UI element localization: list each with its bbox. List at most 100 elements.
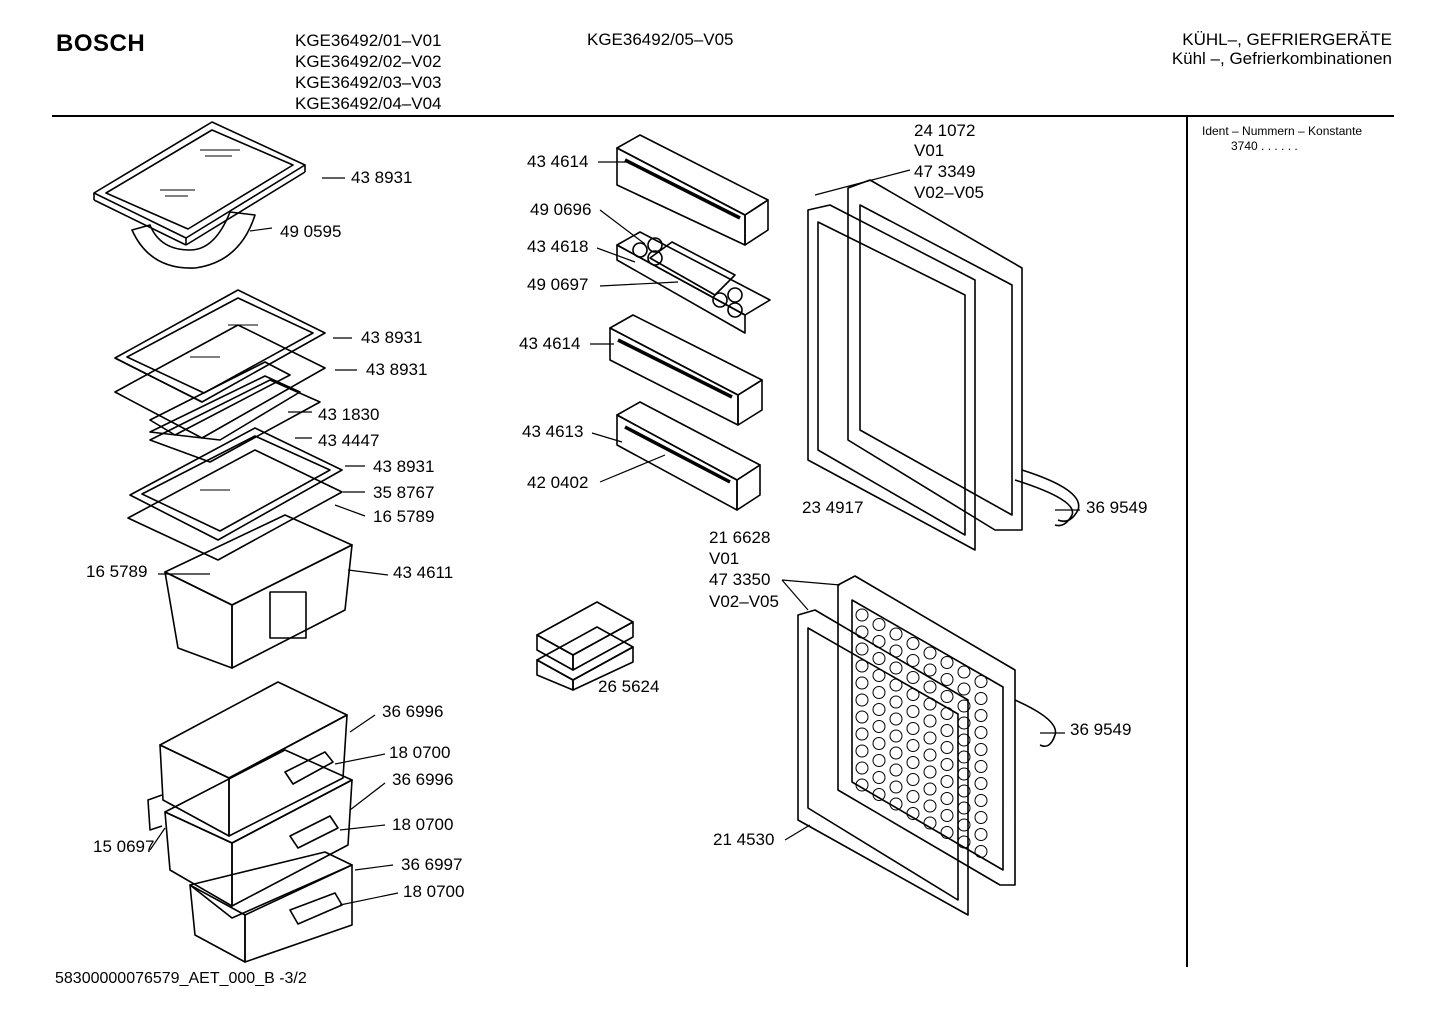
- dimple: [855, 625, 869, 639]
- dimple: [957, 699, 971, 713]
- dimple: [906, 637, 920, 650]
- cold-pack: [536, 601, 634, 691]
- model-number: KGE36492/01–V01: [295, 31, 442, 50]
- dimple: [906, 688, 920, 701]
- dimple: [906, 671, 920, 684]
- part-label: 36 6996: [392, 770, 454, 789]
- dimple: [974, 675, 988, 688]
- freezer-drawer: [189, 851, 353, 963]
- sidebar-divider: [1186, 117, 1188, 967]
- dimple: [940, 809, 954, 822]
- part-label: V01: [914, 141, 945, 160]
- dimple: [957, 835, 971, 849]
- part-label: 43 8931: [361, 328, 423, 347]
- dimple: [872, 754, 886, 767]
- part-label: 35 8767: [373, 483, 435, 502]
- dimple: [923, 765, 937, 779]
- model-number: KGE36492/03–V03: [295, 73, 442, 92]
- category-line: KÜHL–, GEFRIERGERÄTE: [1182, 30, 1392, 49]
- freezer-door: [797, 575, 1057, 916]
- dimple: [855, 642, 869, 656]
- dimple: [957, 750, 971, 764]
- dimple: [957, 665, 971, 679]
- dimple: [923, 697, 937, 711]
- dimple: [940, 656, 954, 669]
- dimple: [872, 669, 886, 682]
- dimple: [923, 646, 937, 660]
- dimple: [906, 654, 920, 667]
- part-label: V01: [709, 549, 740, 568]
- dimple: [974, 760, 988, 773]
- part-label: 43 1830: [318, 405, 380, 424]
- category-line: Kühl –, Gefrierkombinationen: [1171, 49, 1392, 68]
- dimple: [974, 794, 988, 807]
- part-label: 21 6628: [709, 528, 771, 547]
- document-code: 58300000076579_AET_000_B -3/2: [55, 970, 307, 987]
- part-label: 21 4530: [713, 830, 775, 849]
- dimple: [889, 763, 903, 777]
- model-list: KGE36492/01–V01 KGE36492/02–V02 KGE36492…: [295, 30, 442, 114]
- crisper-drawer: [164, 514, 353, 669]
- dimple: [957, 716, 971, 730]
- dimple: [889, 661, 903, 675]
- dimple: [940, 792, 954, 805]
- dimple: [974, 777, 988, 790]
- part-label: V02–V05: [709, 592, 779, 611]
- freezer-door-pattern: [855, 608, 988, 858]
- dimple: [906, 756, 920, 769]
- ident-label: Ident – Nummern – Konstante: [1202, 124, 1363, 138]
- part-label: 36 6996: [382, 702, 444, 721]
- part-label: 43 4611: [393, 563, 454, 582]
- dimple: [889, 627, 903, 641]
- dimple: [872, 703, 886, 716]
- dimple: [923, 731, 937, 745]
- dimple: [855, 744, 869, 758]
- dimple: [974, 845, 988, 858]
- dimple: [957, 784, 971, 798]
- dimple: [889, 644, 903, 658]
- dimple: [940, 673, 954, 686]
- model-number: KGE36492/04–V04: [295, 94, 442, 113]
- door-shelf: [609, 314, 763, 426]
- part-label: 36 9549: [1086, 498, 1148, 517]
- dimple: [872, 788, 886, 801]
- dimple: [957, 767, 971, 781]
- dimple: [906, 773, 920, 786]
- part-label: 26 5624: [598, 677, 660, 696]
- dimple: [855, 693, 869, 707]
- dimple: [906, 705, 920, 718]
- part-label: 49 0595: [280, 222, 342, 241]
- part-label: 49 0696: [530, 200, 592, 219]
- dimple: [889, 695, 903, 709]
- freezer-drawer: [159, 681, 348, 837]
- model-number: KGE36492/05–V05: [587, 30, 734, 49]
- dimple: [889, 780, 903, 794]
- part-label: 43 4614: [527, 152, 589, 171]
- part-label: 43 4447: [318, 431, 380, 450]
- door-shelf: [616, 134, 769, 246]
- part-label: 23 4917: [802, 498, 864, 517]
- part-label: 49 0697: [527, 275, 589, 294]
- shelf-stack: [114, 289, 343, 561]
- dimple: [923, 799, 937, 813]
- part-label: 18 0700: [403, 882, 465, 901]
- part-label: 36 9549: [1070, 720, 1132, 739]
- dimple: [957, 733, 971, 747]
- dimple: [923, 782, 937, 796]
- dimple: [923, 816, 937, 830]
- dimple: [855, 659, 869, 673]
- part-label: 47 3350: [709, 570, 771, 589]
- dimple: [855, 608, 869, 622]
- dimple: [974, 743, 988, 756]
- part-label: 42 0402: [527, 473, 589, 492]
- dimple: [889, 797, 903, 811]
- glass-shelf: [93, 121, 306, 246]
- part-label: 43 4613: [522, 422, 584, 441]
- dimple: [940, 775, 954, 788]
- dimple: [940, 690, 954, 703]
- dimple: [940, 826, 954, 839]
- dimple: [855, 676, 869, 690]
- dimple: [889, 729, 903, 743]
- dimple: [974, 709, 988, 722]
